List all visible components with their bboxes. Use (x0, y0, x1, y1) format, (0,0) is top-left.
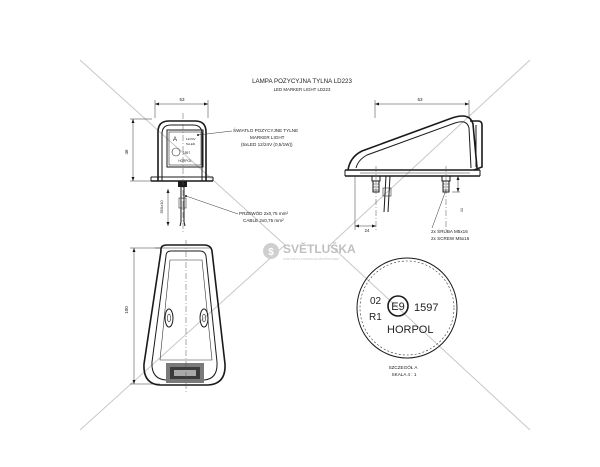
detail-number: 1597 (414, 302, 438, 314)
detail-left-bottom: R1 (369, 312, 382, 323)
title-en: LED MARKER LIGHT LD223 (274, 87, 331, 92)
callout-light-1: ŚWIATŁO POZYCYJNE TYLNE (233, 126, 298, 133)
callout-light-3: (5xLED 12/24V (0,5/1W)) (241, 142, 293, 147)
lens-brand: HORPOL (178, 159, 192, 163)
detail-label-pl: SZCZEGÓŁ A (389, 364, 419, 370)
lens-line1: 12/24V (186, 137, 196, 141)
lens-letter: A (173, 137, 177, 143)
callout-cable-1: PRZEWÓD 2x0,75 mm² (239, 210, 288, 216)
callout-cable-2: CABLE 2x0,75 mm² (243, 218, 284, 223)
detail-e-mark: E9 (391, 301, 404, 313)
callout-screw-2: 2x SCREW M5x16 (431, 236, 470, 241)
front-view: 53 46 A 12/24V 5xLED 1597 HORPOL (124, 97, 214, 232)
callout-screw: 2x ŚRUBA M5x16 2x SCREW M5x16 (431, 189, 470, 241)
dim-top-length: 100 (124, 306, 129, 314)
callout-screw-1: 2x ŚRUBA M5x16 (431, 227, 468, 234)
callout-light: ŚWIATŁO POZYCYJNE TYLNE MARKER LIGHT (5x… (197, 126, 298, 147)
dim-side-thread: 11 (459, 207, 464, 212)
title-pl: LAMPA POZYCYJNA TYLNA LD223 (252, 78, 352, 85)
svg-text:$: $ (268, 247, 274, 258)
detail-a: 02 R1 E9 1597 HORPOL SZCZEGÓŁ A SKALA 4 … (356, 257, 458, 377)
watermark-tagline: VAŠE SVĚTLA S INDIVIDUÁLNÍM PŘÍSTUPEM (283, 256, 339, 261)
dim-front-width: 53 (179, 97, 185, 102)
dim-side-width: 53 (417, 97, 423, 102)
lens-approval: 1597 (183, 151, 190, 155)
callout-light-2: MARKER LIGHT (250, 135, 285, 140)
lens-line2: 5xLED (186, 142, 196, 146)
side-view: 53 24 (344, 97, 483, 233)
dim-front-height: 46 (124, 149, 129, 155)
detail-label-en: SKALA 4 : 1 (392, 372, 417, 377)
dim-cable-length: 350±10 (159, 200, 164, 214)
detail-left-top: 02 (370, 296, 382, 307)
watermark-brand: SVĚTLUŠKA (283, 241, 356, 256)
callout-cable: PRZEWÓD 2x0,75 mm² CABLE 2x0,75 mm² (185, 195, 288, 223)
dim-side-offset: 24 (365, 228, 370, 233)
watermark-logo: $ SVĚTLUŠKA VAŠE SVĚTLA S INDIVIDUÁLNÍM … (263, 241, 356, 261)
detail-brand: HORPOL (387, 324, 433, 336)
watermark-lines (79, 59, 531, 431)
bottom-view: 100 (124, 240, 226, 392)
